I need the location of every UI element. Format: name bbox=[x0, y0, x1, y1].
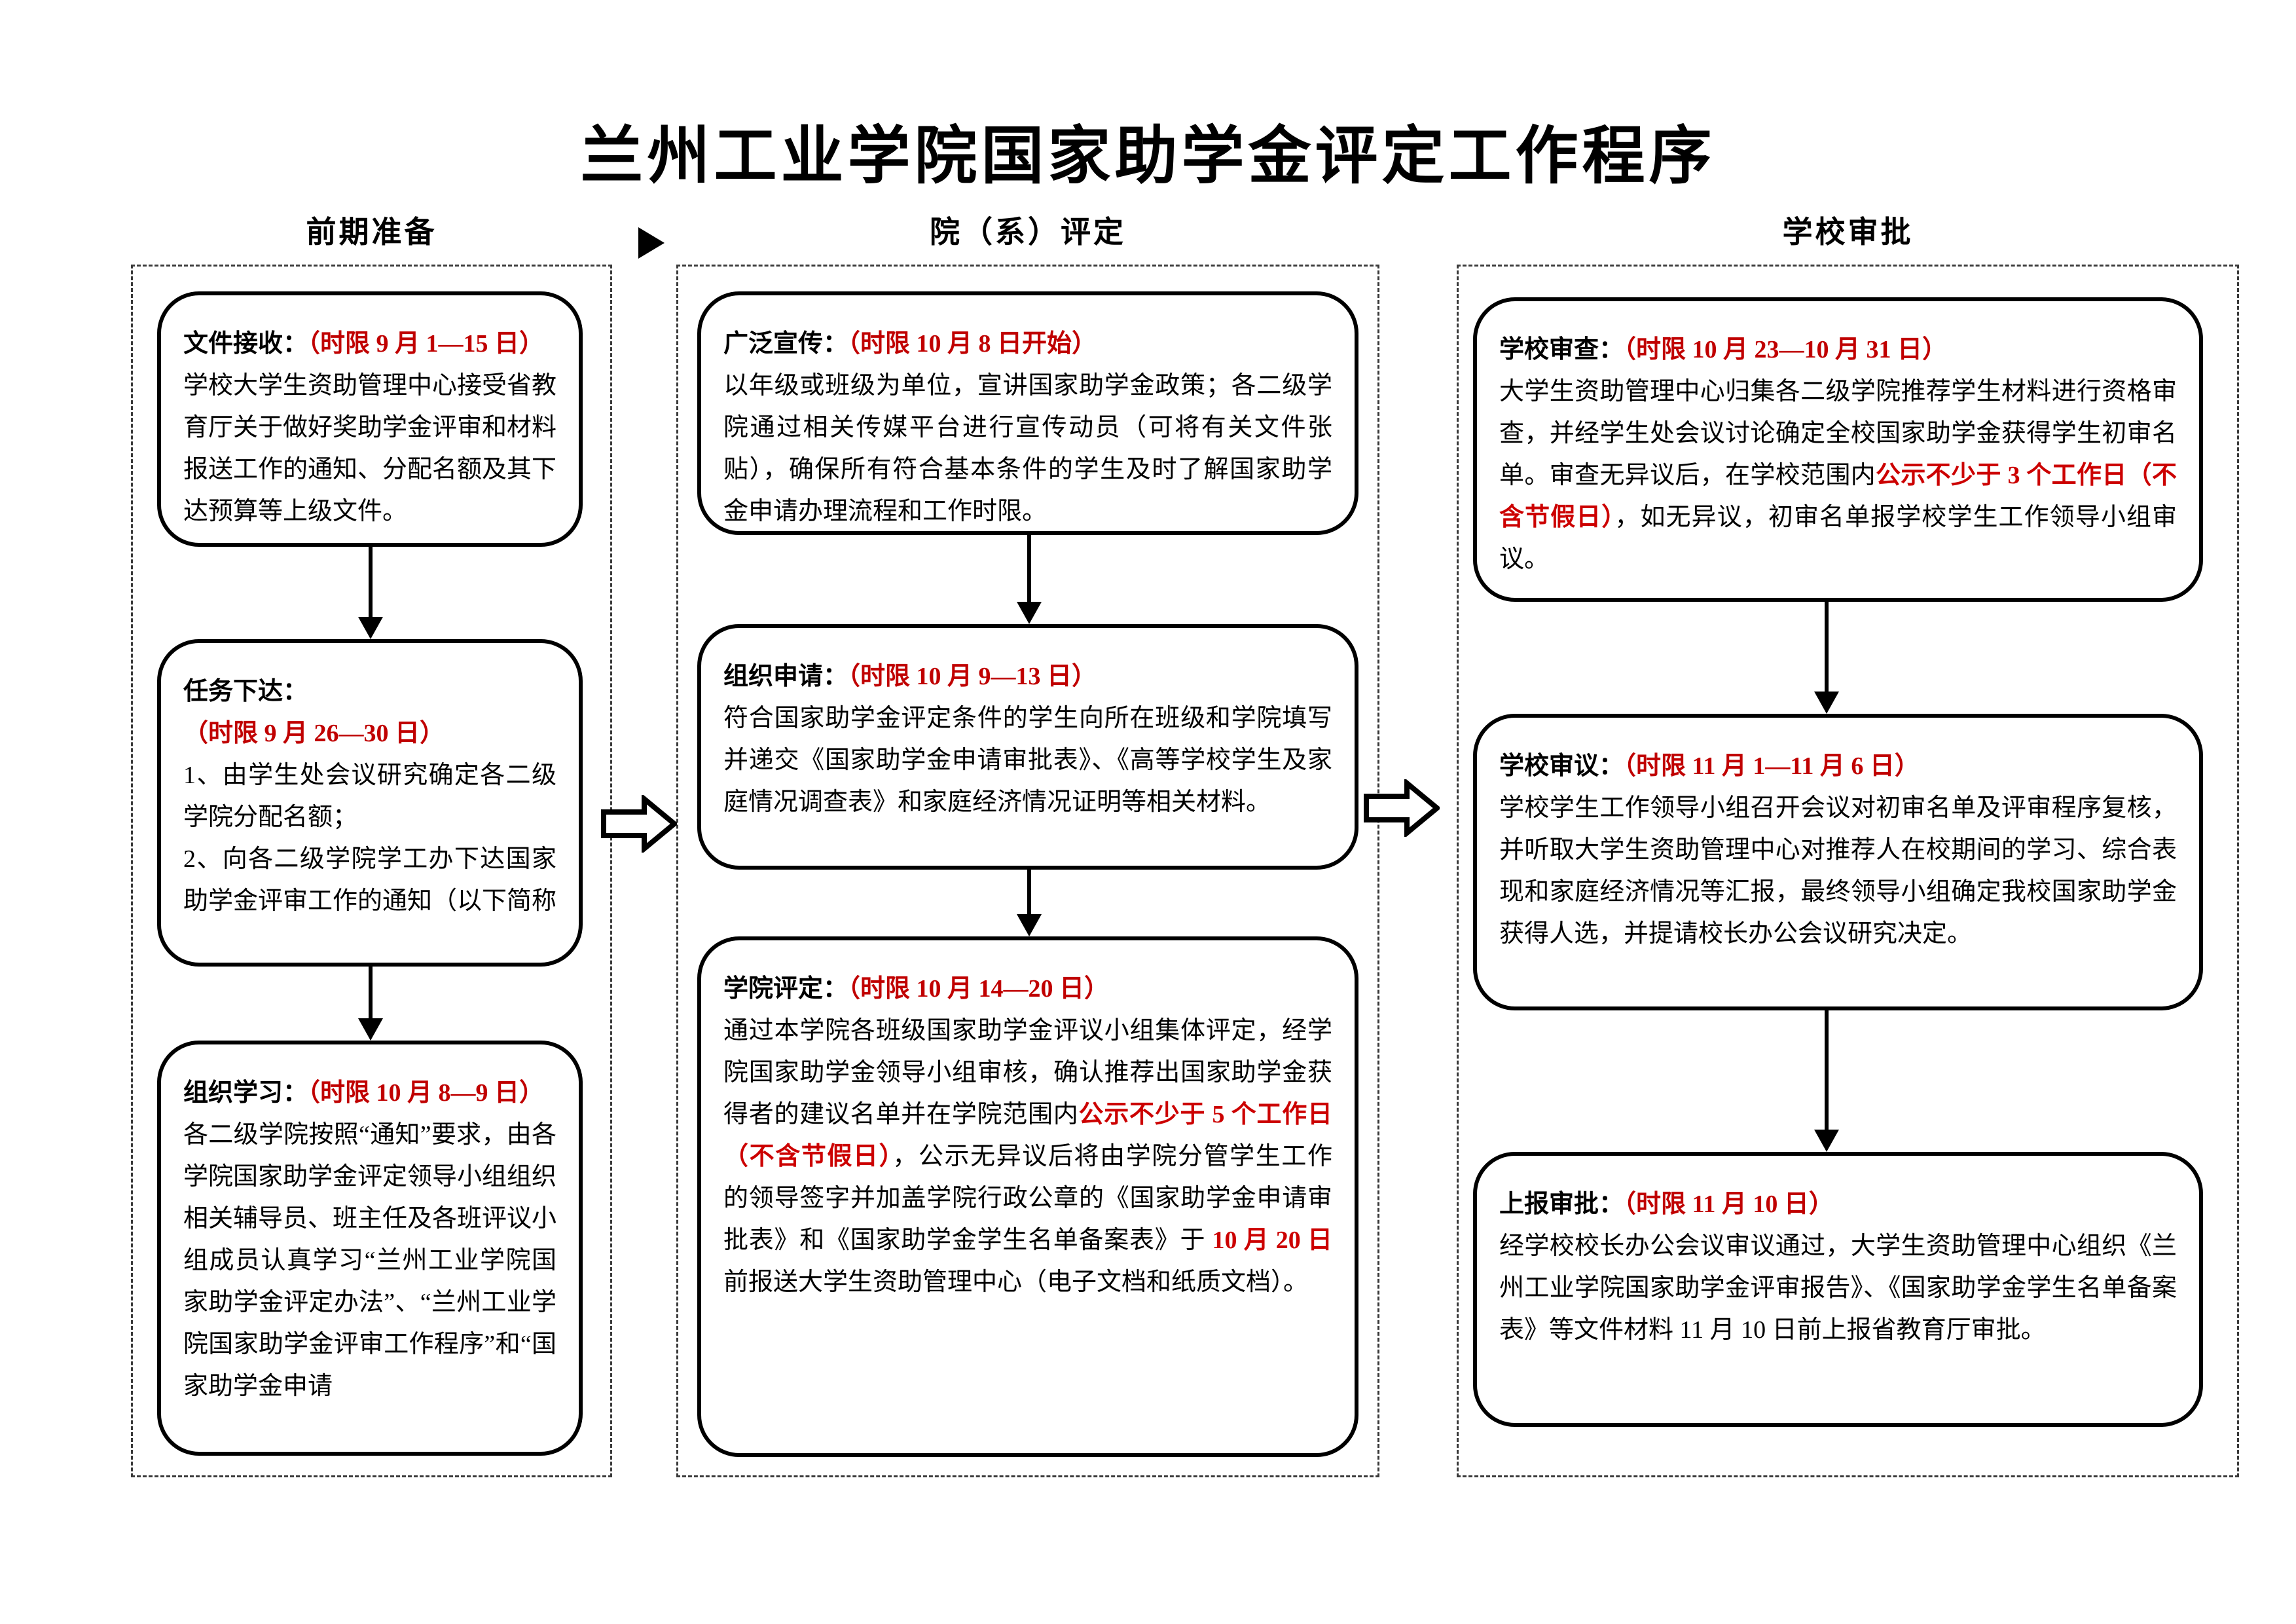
box-body: 经学校校长办公会议审议通过，大学生资助管理中心组织《兰州工业学院国家助学金评审报… bbox=[1499, 1225, 2177, 1351]
box-heading: 广泛宣传：（时限 10 月 8 日开始） bbox=[723, 323, 1332, 365]
box-time-limit: （时限 10 月 23—10 月 31 日） bbox=[1624, 336, 1948, 363]
body-text-segment: 2、向各二级学院学工办下达国家助学金评审工作的通知（以下简称 bbox=[183, 845, 557, 915]
body-text-segment: 前报送大学生资助管理中心（电子文档和纸质文档）。 bbox=[723, 1268, 1309, 1296]
box-time-limit: （时限 10 月 8 日开始） bbox=[848, 330, 1097, 358]
arrow-down-icon bbox=[357, 967, 384, 1041]
arrow-down-icon bbox=[357, 547, 384, 639]
arrow-down-icon bbox=[1016, 535, 1042, 624]
body-text-red-emphasis: 公示不少于 3 个工作日（不含节假日） bbox=[1499, 462, 2177, 531]
box-title: 上报审批： bbox=[1499, 1190, 1624, 1218]
body-text-red-emphasis: 公示不少于 5 个工作日（不含节假日） bbox=[723, 1101, 1332, 1170]
lane-college-evaluation bbox=[676, 265, 1379, 1477]
body-text-segment: 以年级或班级为单位，宣讲国家助学金政策；各二级学院通过相关传媒平台进行宣传动员（… bbox=[723, 372, 1332, 525]
box-body: 学校学生工作领导小组召开会议对初审名单及评审程序复核，并听取大学生资助管理中心对… bbox=[1499, 787, 2177, 955]
lane-header-school-approval: 学校审批 bbox=[1782, 215, 1914, 249]
arrow-down-icon bbox=[1813, 602, 1840, 714]
box-body: 以年级或班级为单位，宣讲国家助学金政策；各二级学院通过相关传媒平台进行宣传动员（… bbox=[723, 365, 1332, 532]
box-body: 通过本学院各班级国家助学金评议小组集体评定，经学院国家助学金领导小组审核，确认推… bbox=[723, 1010, 1332, 1303]
box-time-limit: （时限 11 月 1—11 月 6 日） bbox=[1624, 752, 1920, 780]
block-arrow-right-icon bbox=[601, 795, 677, 853]
body-text-segment: 大学生资助管理中心归集各二级学院推荐学生材料进行资格审查，并经学生处会议讨论确定… bbox=[1499, 378, 2177, 489]
body-text-segment: 学校学生工作领导小组召开会议对初审名单及评审程序复核，并听取大学生资助管理中心对… bbox=[1499, 794, 2177, 948]
box-heading: 学校审查：（时限 10 月 23—10 月 31 日） bbox=[1499, 329, 2177, 371]
box-title: 组织学习： bbox=[183, 1079, 308, 1107]
box-title: 学校审议： bbox=[1499, 752, 1624, 780]
block-arrow-right-icon bbox=[1364, 779, 1440, 837]
flow-box-wide-publicity: 广泛宣传：（时限 10 月 8 日开始） 以年级或班级为单位，宣讲国家助学金政策… bbox=[697, 291, 1358, 535]
lane-preparation bbox=[131, 265, 612, 1477]
body-text-segment: 经学校校长办公会议审议通过，大学生资助管理中心组织《兰州工业学院国家助学金评审报… bbox=[1499, 1232, 2177, 1344]
box-body: 各二级学院按照“通知”要求，由各学院国家助学金评定领导小组组织相关辅导员、班主任… bbox=[183, 1114, 556, 1407]
body-text-segment: 各二级学院按照“通知”要求，由各学院国家助学金评定领导小组组织相关辅导员、班主任… bbox=[183, 1121, 557, 1400]
body-text-segment: 通过本学院各班级国家助学金评议小组集体评定，经学院国家助学金领导小组审核，确认推… bbox=[723, 1017, 1332, 1128]
page-title: 兰州工业学院国家助学金评定工作程序 bbox=[580, 121, 1716, 191]
body-text-segment: ，如无异议，初审名单报学校学生工作领导小组审议。 bbox=[1499, 504, 2177, 573]
box-time-limit: （时限 9 月 26—30 日） bbox=[183, 720, 445, 747]
box-heading: 文件接收：（时限 9 月 1—15 日） bbox=[183, 323, 556, 365]
box-body: 符合国家助学金评定条件的学生向所在班级和学院填写并递交《国家助学金申请审批表》、… bbox=[723, 697, 1332, 823]
flow-box-organize-study: 组织学习：（时限 10 月 8—9 日） 各二级学院按照“通知”要求，由各学院国… bbox=[157, 1041, 583, 1456]
box-heading: 上报审批：（时限 11 月 10 日） bbox=[1499, 1183, 2177, 1225]
flow-box-task-assignment: 任务下达： （时限 9 月 26—30 日） 1、由学生处会议研究确定各二级学院分… bbox=[157, 639, 583, 967]
arrow-down-icon bbox=[1813, 1010, 1840, 1152]
flow-box-school-review: 学校审查：（时限 10 月 23—10 月 31 日） 大学生资助管理中心归集各… bbox=[1473, 297, 2203, 602]
flow-box-organize-application: 组织申请：（时限 10 月 9—13 日） 符合国家助学金评定条件的学生向所在班… bbox=[697, 624, 1358, 870]
box-time-limit: （时限 9 月 1—15 日） bbox=[308, 330, 545, 358]
lane-school-approval bbox=[1457, 265, 2239, 1477]
flow-box-school-deliberation: 学校审议：（时限 11 月 1—11 月 6 日） 学校学生工作领导小组召开会议… bbox=[1473, 714, 2203, 1010]
box-title: 组织申请： bbox=[723, 663, 848, 690]
lane-header-college-evaluation: 院（系）评定 bbox=[930, 215, 1126, 249]
body-text-segment: 符合国家助学金评定条件的学生向所在班级和学院填写并递交《国家助学金申请审批表》、… bbox=[723, 705, 1332, 816]
box-body: 大学生资助管理中心归集各二级学院推荐学生材料进行资格审查，并经学生处会议讨论确定… bbox=[1499, 371, 2177, 580]
box-body: 1、由学生处会议研究确定各二级学院分配名额； 2、向各二级学院学工办下达国家助学… bbox=[183, 754, 556, 922]
box-body: 学校大学生资助管理中心接受省教育厅关于做好奖助学金评审和材料报送工作的通知、分配… bbox=[183, 365, 556, 532]
box-heading: 学校审议：（时限 11 月 1—11 月 6 日） bbox=[1499, 745, 2177, 787]
box-title: 学院评定： bbox=[723, 975, 848, 1003]
body-text: 学校大学生资助管理中心接受省教育厅关于做好奖助学金评审和材料报送工作的通知、分配… bbox=[183, 365, 556, 532]
lane-header-preparation: 前期准备 bbox=[306, 215, 437, 249]
box-time-limit: （时限 10 月 14—20 日） bbox=[848, 975, 1110, 1003]
right-triangle-icon bbox=[638, 227, 665, 259]
body-text: 各二级学院按照“通知”要求，由各学院国家助学金评定领导小组组织相关辅导员、班主任… bbox=[183, 1114, 556, 1407]
flow-box-college-evaluation: 学院评定：（时限 10 月 14—20 日） 通过本学院各班级国家助学金评议小组… bbox=[697, 936, 1358, 1457]
flow-box-report-approval: 上报审批：（时限 11 月 10 日） 经学校校长办公会议审议通过，大学生资助管… bbox=[1473, 1152, 2203, 1427]
box-time-limit: （时限 10 月 8—9 日） bbox=[308, 1079, 545, 1107]
body-text: 2、向各二级学院学工办下达国家助学金评审工作的通知（以下简称 bbox=[183, 838, 556, 922]
body-text-segment: ，公示无异议后将由学院分管学生工作的领导签字并加盖学院行政公章的《国家助学金申请… bbox=[723, 1143, 1332, 1254]
body-text-segment: 1、由学生处会议研究确定各二级学院分配名额； bbox=[183, 762, 556, 831]
body-text: 1、由学生处会议研究确定各二级学院分配名额； bbox=[183, 754, 556, 838]
body-text: 大学生资助管理中心归集各二级学院推荐学生材料进行资格审查，并经学生处会议讨论确定… bbox=[1499, 371, 2177, 580]
body-text: 以年级或班级为单位，宣讲国家助学金政策；各二级学院通过相关传媒平台进行宣传动员（… bbox=[723, 365, 1332, 532]
body-text-segment: 学校大学生资助管理中心接受省教育厅关于做好奖助学金评审和材料报送工作的通知、分配… bbox=[183, 372, 557, 525]
box-title: 任务下达： bbox=[183, 678, 308, 705]
box-title: 学校审查： bbox=[1499, 336, 1624, 363]
body-text-red-emphasis: 10 月 20 日 bbox=[1212, 1227, 1332, 1254]
box-heading: 组织学习：（时限 10 月 8—9 日） bbox=[183, 1072, 556, 1114]
body-text: 通过本学院各班级国家助学金评议小组集体评定，经学院国家助学金领导小组审核，确认推… bbox=[723, 1010, 1332, 1303]
body-text: 学校学生工作领导小组召开会议对初审名单及评审程序复核，并听取大学生资助管理中心对… bbox=[1499, 787, 2177, 955]
box-title: 广泛宣传： bbox=[723, 330, 848, 358]
box-time-limit: （时限 10 月 9—13 日） bbox=[848, 663, 1097, 690]
box-time-limit: （时限 11 月 10 日） bbox=[1624, 1190, 1834, 1218]
flow-box-file-reception: 文件接收：（时限 9 月 1—15 日） 学校大学生资助管理中心接受省教育厅关于… bbox=[157, 291, 583, 547]
box-heading: 学院评定：（时限 10 月 14—20 日） bbox=[723, 968, 1332, 1010]
box-heading: 任务下达： （时限 9 月 26—30 日） bbox=[183, 671, 556, 754]
arrow-down-icon bbox=[1016, 870, 1042, 936]
box-heading: 组织申请：（时限 10 月 9—13 日） bbox=[723, 655, 1332, 697]
body-text: 符合国家助学金评定条件的学生向所在班级和学院填写并递交《国家助学金申请审批表》、… bbox=[723, 697, 1332, 823]
body-text: 经学校校长办公会议审议通过，大学生资助管理中心组织《兰州工业学院国家助学金评审报… bbox=[1499, 1225, 2177, 1351]
box-title: 文件接收： bbox=[183, 330, 308, 358]
